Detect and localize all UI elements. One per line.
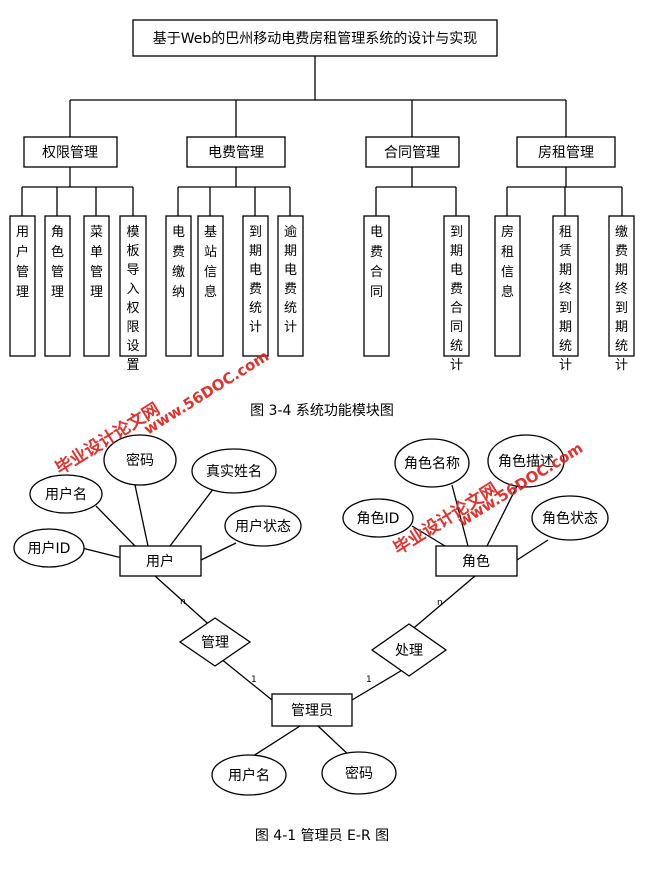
attr-role-name: 角色名称 — [404, 455, 460, 472]
leaf-label-user-mgmt: 用户管理 — [16, 225, 29, 300]
root-box — [132, 19, 498, 57]
leaf-label-rent-info: 房租信息 — [501, 224, 514, 300]
relation-process-diamond — [370, 623, 448, 677]
leaf-box — [119, 215, 147, 357]
leaf-box — [443, 215, 470, 357]
leaf-box — [44, 215, 71, 357]
entity-user-label: 用户 — [146, 553, 174, 570]
attr-user-name: 用户名 — [45, 486, 87, 503]
function-module-tree: 基于Web的巴州移动电费房租管理系统的设计与实现 权限管理 电费管理 合同管理 … — [9, 19, 635, 419]
entity-role-box — [435, 545, 518, 577]
group-label-electricity: 电费管理 — [208, 145, 264, 161]
group-box-permission — [23, 136, 118, 168]
leaf-label-lease-due: 租赁期终到期统计 — [559, 225, 572, 373]
attr-ellipse — [13, 528, 85, 568]
attr-user-realname: 真实姓名 — [206, 464, 262, 480]
root-label: 基于Web的巴州移动电费房租管理系统的设计与实现 — [153, 30, 478, 47]
leaf-label-role-mgmt: 角色管理 — [51, 225, 64, 300]
attr-admin-username: 用户名 — [228, 767, 270, 784]
leaf-label-payment-due: 缴费期终到期统计 — [615, 225, 628, 373]
attr-ellipse — [321, 751, 397, 795]
leaf-label-due-electricity: 到期电费统计 — [249, 225, 262, 335]
attr-role-desc: 角色描述 — [498, 453, 554, 470]
card-user-manage: n — [180, 597, 186, 607]
er-diagram: 用户ID 用户名 密码 真实姓名 用户状态 角色ID 角色名称 角色描述 角色状… — [13, 434, 609, 844]
attr-user-id: 用户ID — [28, 540, 71, 557]
attr-ellipse — [103, 434, 177, 486]
leaf-box — [197, 215, 224, 357]
entity-user-box — [119, 545, 202, 577]
leaf-label-due-contract: 到期电费合同统计 — [450, 225, 463, 373]
attr-ellipse — [342, 498, 414, 538]
group-label-rent: 房租管理 — [538, 145, 594, 161]
entity-admin-box — [271, 693, 353, 727]
er-caption: 图 4-1 管理员 E-R 图 — [255, 828, 389, 844]
leaf-label-pay-electricity: 电费缴纳 — [172, 225, 185, 300]
card-role-process: n — [437, 598, 443, 608]
leaf-box — [165, 215, 192, 357]
leaf-box — [242, 215, 269, 357]
attr-ellipse — [394, 438, 470, 488]
leaf-label-menu-mgmt: 菜单管理 — [90, 225, 103, 300]
leaf-box — [608, 215, 635, 357]
leaf-label-electricity-contract: 电费合同 — [370, 225, 383, 300]
watermark-url: www.56DOC.com — [141, 347, 273, 439]
attr-admin-password: 密码 — [345, 765, 373, 782]
attr-user-status: 用户状态 — [235, 518, 291, 535]
group-label-permission: 权限管理 — [42, 145, 98, 161]
leaf-box — [83, 215, 110, 357]
leaf-box — [552, 215, 579, 357]
leaf-box — [277, 215, 304, 357]
attr-user-password: 密码 — [126, 452, 154, 469]
attr-ellipse — [211, 754, 287, 796]
group-box-rent — [516, 136, 616, 168]
attr-ellipse — [224, 505, 302, 547]
attr-ellipse — [531, 495, 609, 541]
card-process-admin: 1 — [366, 675, 372, 685]
group-box-electricity — [186, 136, 286, 168]
attr-ellipse — [29, 474, 103, 514]
relation-manage-label: 管理 — [201, 635, 229, 651]
attr-ellipse — [191, 448, 277, 494]
relation-manage-diamond — [178, 617, 252, 667]
group-label-contract: 合同管理 — [384, 145, 440, 161]
attr-role-id: 角色ID — [357, 510, 400, 527]
leaf-label-template-perm: 模板导入权限设置 — [126, 225, 139, 373]
attr-role-status: 角色状态 — [542, 510, 598, 527]
entity-role-label: 角色 — [462, 553, 490, 570]
leaf-label-overdue-electricity: 逾期电费统计 — [284, 225, 297, 335]
card-manage-admin: 1 — [251, 675, 257, 685]
leaf-box — [9, 215, 36, 357]
leaf-box — [363, 215, 390, 357]
entity-admin-label: 管理员 — [291, 703, 333, 719]
leaf-box — [494, 215, 521, 357]
leaf-label-station-info: 基站信息 — [204, 225, 217, 300]
attr-ellipse — [487, 434, 565, 488]
relation-process-label: 处理 — [395, 643, 423, 659]
tree-caption: 图 3-4 系统功能模块图 — [250, 403, 394, 419]
